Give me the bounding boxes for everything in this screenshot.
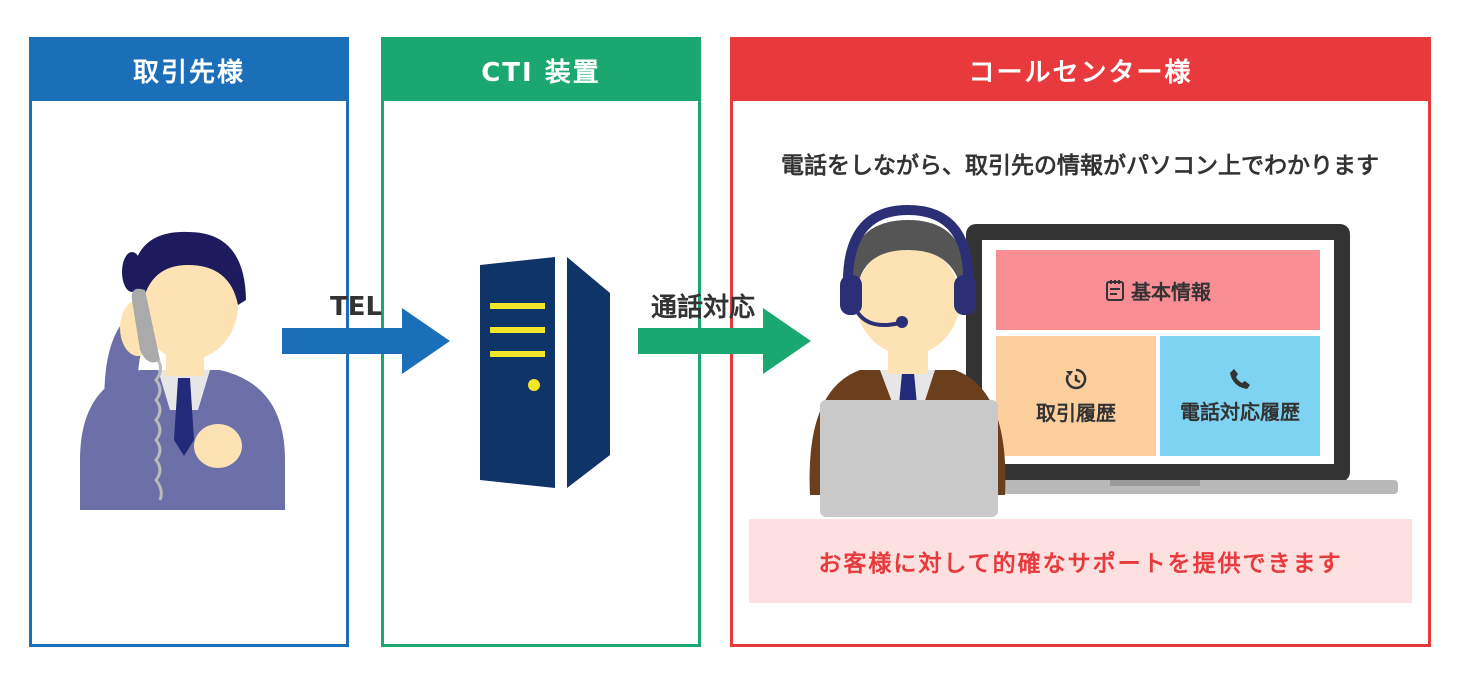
call-arrow [638, 308, 811, 374]
basic-info-tile: 基本情報 [996, 250, 1320, 330]
customer-on-phone-icon [80, 231, 285, 510]
notepad-icon [1106, 280, 1124, 301]
call-history-label: 電話対応履歴 [1180, 399, 1300, 424]
cti-panel-title: CTI 装置 [384, 40, 698, 101]
support-message: お客様に対して的確なサポートを提供できます [818, 551, 1343, 577]
client-panel-title: 取引先様 [32, 40, 346, 101]
clock-history-icon [1065, 368, 1087, 389]
call-center-caption: 電話をしながら、取引先の情報がパソコン上でわかります [781, 153, 1379, 179]
call-label: 通話対応 [651, 293, 756, 323]
support-message-box: お客様に対して的確なサポートを提供できます [749, 519, 1412, 603]
trade-history-tile: 取引履歴 [996, 336, 1156, 456]
tel-label: TEL [330, 292, 383, 322]
call-history-tile: 電話対応履歴 [1160, 336, 1320, 456]
phone-icon [1230, 368, 1250, 389]
basic-info-label: 基本情報 [1131, 279, 1211, 304]
call-center-panel-title: コールセンター様 [733, 40, 1428, 101]
server-tower-icon [480, 257, 610, 488]
trade-history-label: 取引履歴 [1036, 400, 1116, 425]
operator-with-headset-icon [809, 205, 1006, 517]
tel-arrow [282, 308, 450, 374]
